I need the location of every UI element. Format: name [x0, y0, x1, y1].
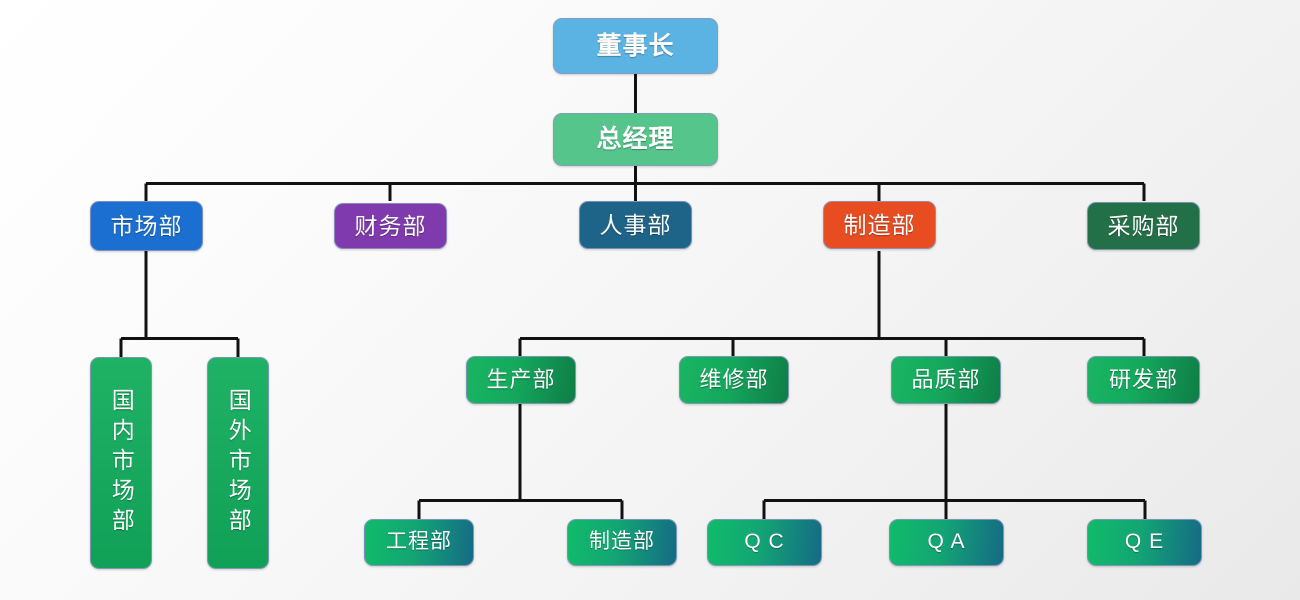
- node-engineering-label: 工程部: [386, 530, 452, 554]
- node-domestic-market-label: 国内市场部: [108, 388, 135, 538]
- node-general-manager[interactable]: 总经理: [553, 113, 718, 166]
- node-general-manager-label: 总经理: [596, 125, 675, 154]
- node-qc[interactable]: Q C: [707, 519, 822, 566]
- node-quality[interactable]: 品质部: [891, 356, 1001, 404]
- node-finance[interactable]: 财务部: [334, 203, 447, 249]
- node-production[interactable]: 生产部: [466, 356, 576, 404]
- node-chairman[interactable]: 董事长: [553, 18, 718, 74]
- node-finance-label: 财务部: [354, 212, 427, 239]
- node-manufacturing-sub-label: 制造部: [589, 530, 655, 554]
- node-overseas-market-label: 国外市场部: [225, 388, 252, 538]
- node-qa[interactable]: Q A: [889, 519, 1004, 566]
- node-purchasing[interactable]: 采购部: [1087, 202, 1200, 250]
- node-rnd[interactable]: 研发部: [1087, 356, 1200, 404]
- node-qc-label: Q C: [744, 530, 785, 554]
- node-overseas-market[interactable]: 国外市场部: [207, 357, 269, 569]
- node-quality-label: 品质部: [911, 367, 981, 393]
- node-maintenance[interactable]: 维修部: [679, 356, 789, 404]
- node-hr[interactable]: 人事部: [579, 201, 692, 249]
- node-chairman-label: 董事长: [596, 31, 675, 60]
- node-qa-label: Q A: [927, 530, 966, 554]
- node-maintenance-label: 维修部: [699, 367, 769, 393]
- node-domestic-market[interactable]: 国内市场部: [90, 357, 152, 569]
- node-purchasing-label: 采购部: [1107, 212, 1180, 239]
- node-manufacturing[interactable]: 制造部: [823, 201, 936, 249]
- node-qe[interactable]: Q E: [1087, 519, 1202, 566]
- node-engineering[interactable]: 工程部: [364, 519, 474, 566]
- node-marketing-label: 市场部: [110, 212, 183, 239]
- node-qe-label: Q E: [1124, 530, 1165, 554]
- node-marketing[interactable]: 市场部: [90, 201, 203, 251]
- node-rnd-label: 研发部: [1108, 367, 1178, 393]
- node-production-label: 生产部: [486, 367, 556, 393]
- node-hr-label: 人事部: [599, 211, 672, 238]
- node-manufacturing-sub[interactable]: 制造部: [567, 519, 677, 566]
- node-manufacturing-label: 制造部: [843, 211, 916, 238]
